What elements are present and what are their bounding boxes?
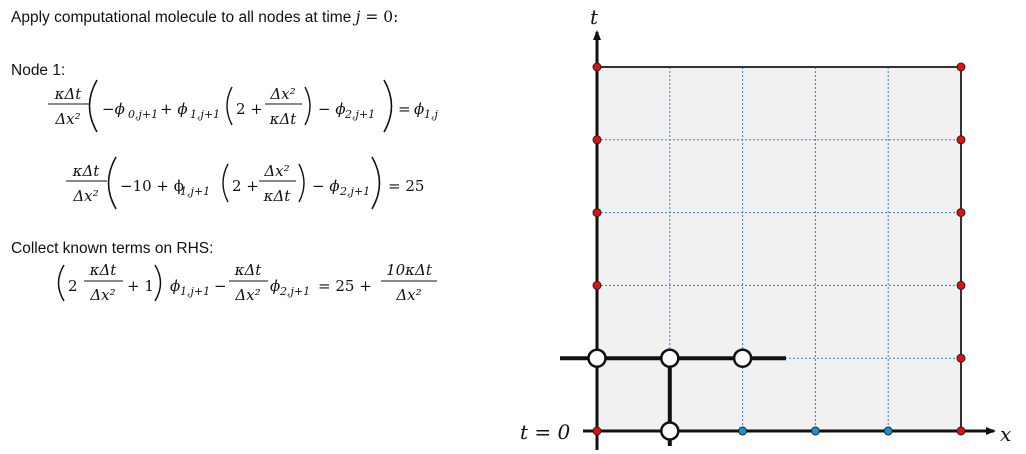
eq3-rhs: = 25 + — [318, 277, 372, 295]
eq1-coef-num: κΔt — [54, 85, 83, 103]
eq1-term3: − ϕ — [318, 100, 346, 118]
molecule-node — [587, 348, 607, 368]
eq2-coef-den: Δx² — [72, 187, 98, 205]
initial-node — [810, 426, 820, 436]
boundary-node — [956, 280, 966, 290]
eq2-term3-sub: 2,j+1 — [339, 185, 370, 198]
eq1-inner-num: Δx² — [269, 85, 295, 103]
eq2-inner-lead: 2 + — [232, 177, 259, 195]
boundary-node — [956, 426, 966, 436]
eq3-rhs-den: Δx² — [395, 286, 421, 304]
boundary-node — [956, 208, 966, 218]
eq1-term3-sub: 2,j+1 — [344, 108, 375, 121]
molecule-node — [660, 348, 680, 368]
eq1-inner-lead: 2 + — [236, 100, 263, 118]
eq3-rhs-num: 10κΔt — [386, 261, 433, 279]
eq3-lead: 2 — [68, 277, 78, 295]
node-label: Node 1: — [11, 62, 66, 79]
boundary-node — [592, 208, 602, 218]
eq3-term2: ϕ — [270, 277, 280, 295]
eq2-term1: −10 + ϕ — [120, 177, 184, 195]
eq3-paren-left — [57, 264, 65, 302]
boundary-node — [592, 426, 602, 436]
molecule-node — [732, 348, 753, 368]
t0-label: t = 0 — [520, 420, 571, 444]
boundary-node — [956, 353, 966, 363]
eq3-term1-sub: 1,j+1 — [180, 285, 210, 298]
eq1-term2-sub: 1,j+1 — [190, 108, 220, 121]
eq2-inner-den: κΔt — [263, 187, 292, 205]
eq3-term2-sub: 2,j+1 — [279, 285, 310, 298]
eq2-paren-right — [371, 156, 381, 210]
grid-background — [597, 67, 961, 431]
x-axis-label: x — [1000, 422, 1011, 446]
eq1-inner-paren-left — [226, 86, 233, 126]
eq3-coef-num: κΔt — [89, 261, 118, 279]
eq1-coef-den: Δx² — [54, 110, 80, 128]
heading-var: j — [355, 8, 361, 26]
eq3-coef2-den: Δx² — [234, 286, 260, 304]
eq1-term1-sub: 0,j+1 — [128, 108, 158, 121]
eq2-inner-paren-right — [298, 163, 305, 203]
eq1-inner-den: κΔt — [269, 110, 298, 128]
grid-diagram — [560, 30, 996, 450]
eq3-coef-den: Δx² — [89, 286, 115, 304]
initial-node — [738, 426, 748, 436]
eq1-rhs: ϕ — [414, 100, 424, 118]
eq2-term3: − ϕ — [312, 177, 340, 195]
equation-node1-general: κΔt Δx² −ϕ 0,j+1 + ϕ 1,j+1 2 + Δx² κΔt −… — [48, 79, 438, 133]
eq3-paren-right — [154, 264, 162, 302]
eq1-paren-right — [383, 79, 393, 133]
eq1-rhs-sub: 1,j — [424, 108, 438, 121]
eq3-plus-one: + 1 — [127, 277, 154, 295]
eq1-term2: + ϕ — [160, 100, 188, 118]
equation-collected: 2 κΔt Δx² + 1 ϕ 1,j+1 − κΔt Δx² ϕ 2,j+1 … — [57, 261, 437, 304]
collect-label: Collect known terms on RHS: — [11, 240, 214, 257]
eq3-coef2-num: κΔt — [234, 261, 263, 279]
heading-text: Apply computational molecule to all node… — [11, 9, 356, 26]
boundary-node — [592, 135, 602, 145]
eq2-inner-num: Δx² — [263, 162, 289, 180]
eq2-rhs: = 25 — [388, 177, 424, 195]
t-axis-label: t — [590, 5, 599, 29]
initial-node — [883, 426, 893, 436]
eq3-minus: − — [214, 277, 227, 295]
eq1-equals: = — [398, 100, 411, 118]
equation-node1-substituted: κΔt Δx² −10 + ϕ 1,j+1 2 + Δx² κΔt − ϕ 2,… — [66, 156, 424, 210]
heading-eq: = 0: — [360, 8, 399, 26]
eq2-coef-num: κΔt — [72, 162, 101, 180]
eq2-term1-sub: 1,j+1 — [180, 185, 210, 198]
eq1-term1: −ϕ — [102, 100, 125, 118]
molecule-node — [660, 421, 680, 441]
boundary-node — [592, 62, 602, 72]
eq3-term1: ϕ — [170, 277, 180, 295]
boundary-node — [956, 135, 966, 145]
eq2-paren-left — [107, 156, 117, 210]
boundary-node — [592, 280, 602, 290]
boundary-node — [956, 62, 966, 72]
heading: Apply computational molecule to all node… — [11, 8, 398, 27]
eq1-inner-paren-right — [304, 86, 311, 126]
eq2-inner-paren-left — [222, 163, 229, 203]
eq1-paren-left — [88, 79, 98, 133]
